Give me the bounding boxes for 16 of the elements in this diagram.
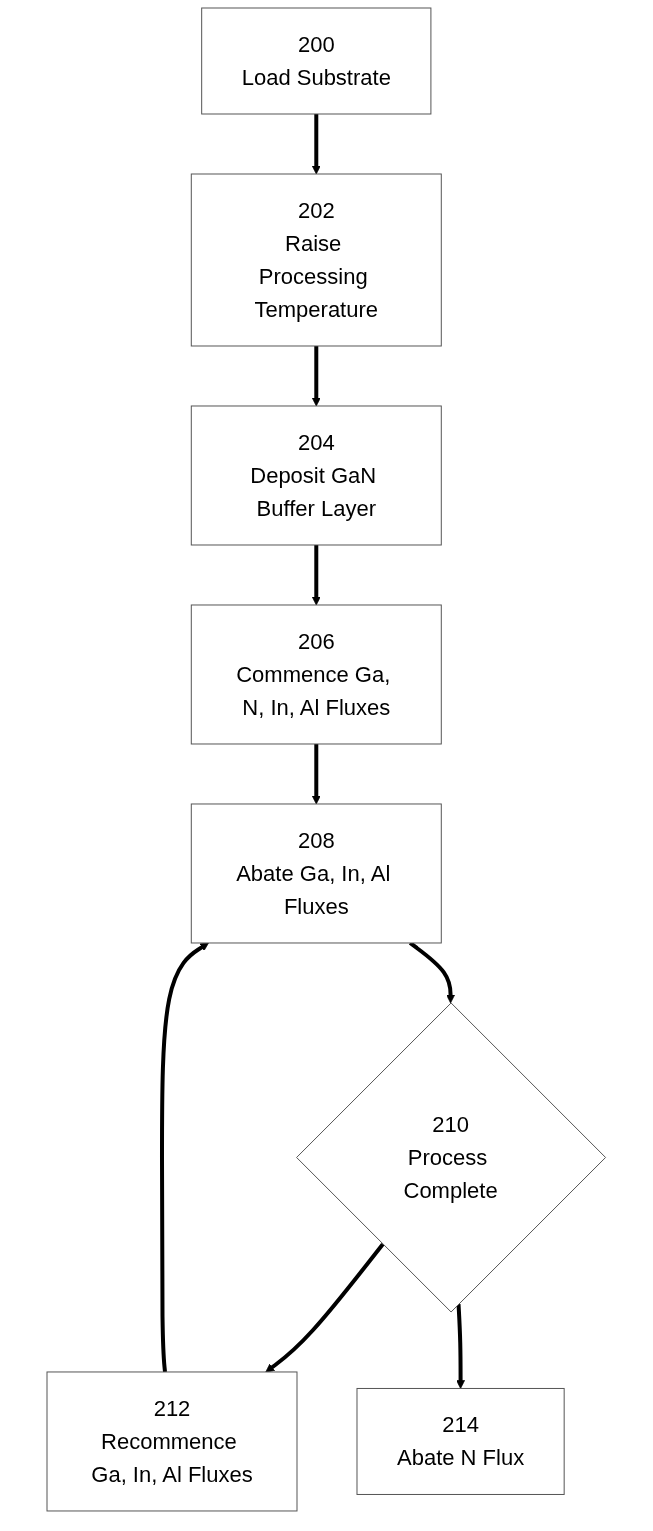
node-box: 202 Raise Processing Temperature <box>191 173 442 347</box>
arrow <box>456 1303 466 1389</box>
node-box: 214 Abate N Flux <box>356 1387 565 1495</box>
arrow <box>312 346 321 407</box>
node-box: 208 Abate Ga, In, Al Fluxes <box>191 803 442 944</box>
node-diamond: 210 Process Complete <box>296 1002 607 1313</box>
arrow <box>312 114 321 175</box>
arrow <box>312 744 321 805</box>
node-box: 204 Deposit GaN Buffer Layer <box>191 405 442 546</box>
arrow <box>409 941 456 1004</box>
arrow <box>312 545 321 606</box>
node-box: 212 Recommence Ga, In, Al Fluxes <box>46 1371 298 1512</box>
arrow <box>160 942 210 1373</box>
node-box: 206 Commence Ga, N, In, Al Fluxes <box>191 604 442 745</box>
node-box: 200 Load Substrate <box>201 7 432 115</box>
arrow <box>265 1242 385 1373</box>
